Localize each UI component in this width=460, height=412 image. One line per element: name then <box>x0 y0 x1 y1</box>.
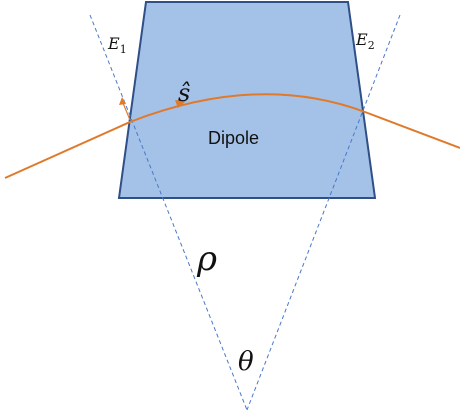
edge-normal-arrowhead <box>119 97 126 105</box>
direction-arrowhead <box>175 100 186 108</box>
edge-line-right <box>246 14 401 411</box>
edge-line-left <box>89 14 248 411</box>
radius-label: ρ <box>196 239 217 279</box>
dipole-magnet-body <box>117 1 377 199</box>
particle-trajectory <box>4 93 460 179</box>
edge-label-e2: E2 <box>355 30 375 52</box>
magnet-label: Dipole <box>208 128 259 148</box>
edge-label-e1: E1 <box>107 34 127 56</box>
angle-label: θ <box>238 347 254 377</box>
edge-normal-marker <box>122 102 131 121</box>
path-direction-label: ŝ <box>178 79 190 107</box>
